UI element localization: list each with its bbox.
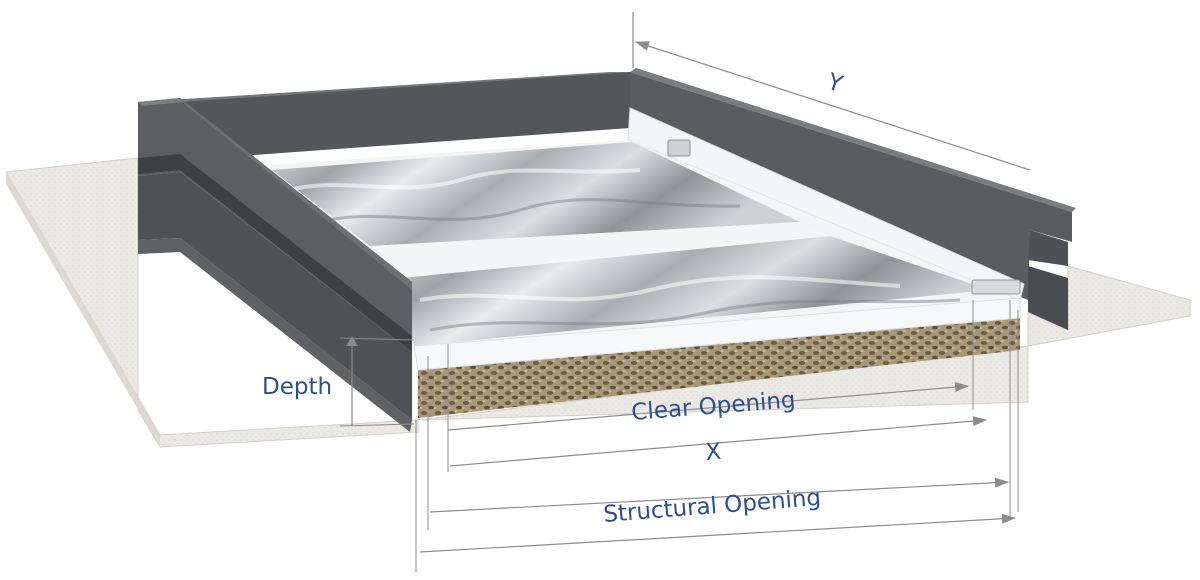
label-structural-opening: Structural Opening	[602, 485, 822, 528]
label-y: Y	[823, 69, 846, 99]
liner-divider	[370, 222, 830, 278]
label-x: X	[704, 439, 722, 466]
dimension-y	[632, 12, 1031, 171]
dimension-x	[427, 300, 1011, 530]
foil-panel-far	[272, 142, 800, 246]
frame-back-upstand	[138, 72, 630, 160]
dimension-clear-opening	[447, 300, 987, 472]
insulation-core	[413, 297, 1021, 418]
foil-panel-near	[400, 236, 990, 346]
frame-left-upstand	[138, 98, 412, 432]
hinge-bracket-lower	[971, 279, 1021, 295]
dimension-depth	[339, 336, 415, 427]
hinge-bracket-upper	[667, 139, 691, 157]
dimension-structural-opening	[415, 310, 1019, 572]
frame-right-upstand	[630, 68, 1076, 330]
label-depth: Depth	[262, 374, 332, 400]
